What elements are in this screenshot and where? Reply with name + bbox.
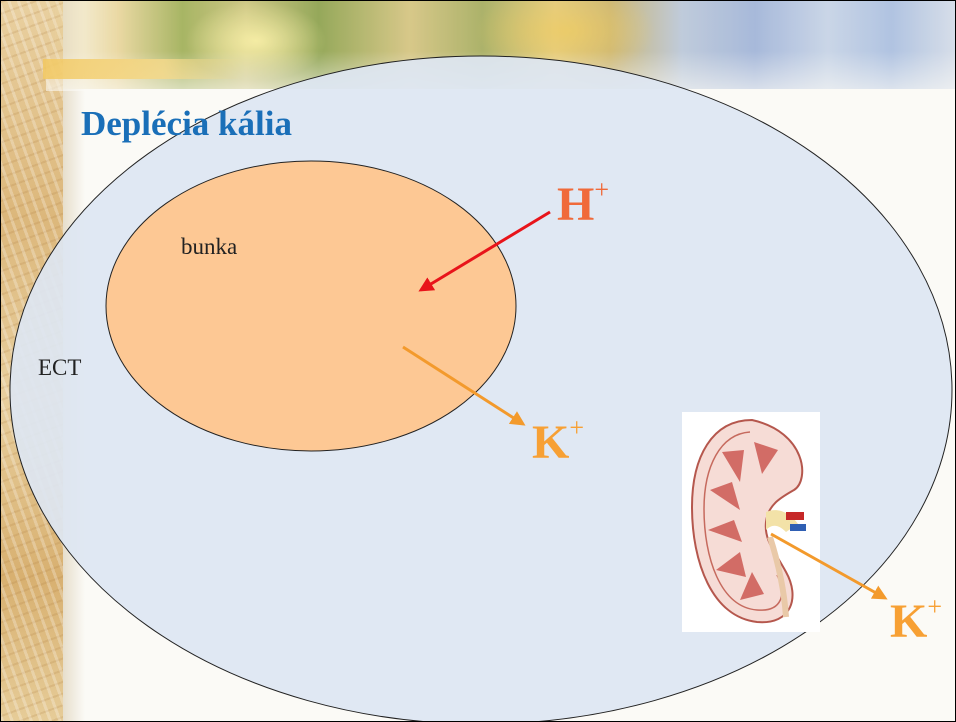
ect-label: ECT [38,355,81,381]
k-ion-charge-cell: + [569,413,584,442]
k-ion-symbol-cell: K [532,416,569,469]
k-ion-symbol-kidney: K [890,595,927,648]
k-ion-arrow-kidney [771,534,885,598]
cell-label: bunka [181,234,237,260]
h-ion-label: H+ [557,181,609,229]
k-ion-label-cell: K+ [532,419,584,467]
slide-title: Deplécia kália [81,104,292,144]
h-ion-charge: + [594,175,609,204]
k-ion-charge-kidney: + [927,592,942,621]
h-ion-symbol: H [557,178,594,231]
k-ion-label-kidney: K+ [890,598,942,646]
